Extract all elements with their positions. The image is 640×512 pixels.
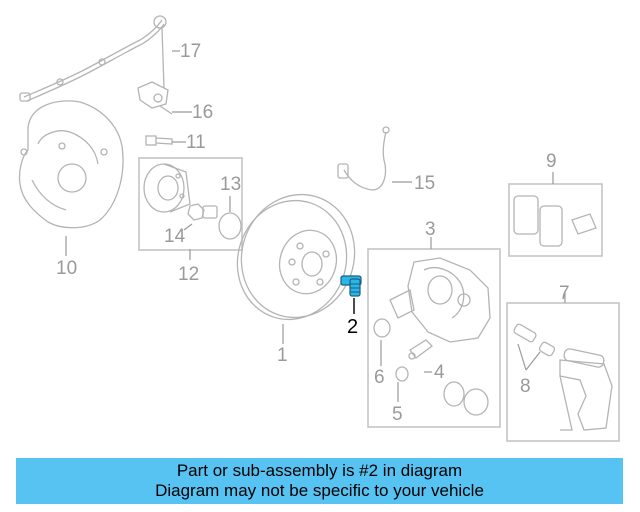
banner-line-2: Diagram may not be specific to your vehi… — [155, 481, 484, 500]
caliper-seal — [373, 318, 391, 338]
group-box-3 — [367, 248, 501, 428]
caliper-piston-seal — [443, 381, 465, 407]
callout-10: 10 — [56, 258, 77, 279]
callout-2: 2 — [347, 316, 358, 338]
brake-caliper — [389, 257, 491, 343]
banner-line-1: Part or sub-assembly is #2 in diagram — [176, 461, 463, 480]
guide-pins — [513, 323, 605, 368]
callout-3: 3 — [425, 219, 436, 240]
callout-14: 14 — [164, 226, 186, 247]
sensor-bracket — [137, 81, 173, 115]
callout-11: 11 — [186, 132, 206, 153]
caliper-carrier — [559, 359, 613, 431]
callout-12: 12 — [178, 264, 199, 285]
hub-nut — [187, 203, 218, 221]
hub-bolt — [145, 135, 173, 146]
wheel-hub — [143, 163, 191, 213]
callout-16: 16 — [192, 102, 213, 123]
caliper-bolt-part-2 — [340, 275, 362, 297]
callout-9: 9 — [546, 151, 557, 172]
leader-lines — [65, 50, 566, 402]
caliper-piston — [463, 388, 489, 416]
callout-15: 15 — [414, 173, 435, 194]
group-box-9 — [508, 183, 603, 257]
wear-sensor-wire — [19, 15, 167, 102]
bleeder-valve — [408, 339, 433, 360]
bleeder-cap — [395, 366, 409, 382]
callout-13: 13 — [220, 174, 241, 195]
callout-17: 17 — [180, 41, 201, 62]
callout-7: 7 — [559, 283, 570, 304]
callout-5: 5 — [392, 404, 403, 425]
brake-hose — [337, 126, 390, 191]
callout-1: 1 — [277, 345, 288, 366]
callout-8: 8 — [520, 376, 531, 397]
callout-6: 6 — [374, 367, 385, 388]
parts-diagram: 17 16 11 15 9 13 3 14 10 12 7 2 1 4 6 8 … — [18, 15, 620, 442]
callout-4: 4 — [434, 362, 445, 383]
info-banner: Part or sub-assembly is #2 in diagram Di… — [16, 458, 623, 504]
hub-cap — [218, 212, 242, 240]
backing-plate — [18, 100, 124, 229]
brake-pads — [513, 195, 597, 247]
brake-rotor — [236, 193, 356, 321]
group-box-7 — [506, 302, 620, 442]
